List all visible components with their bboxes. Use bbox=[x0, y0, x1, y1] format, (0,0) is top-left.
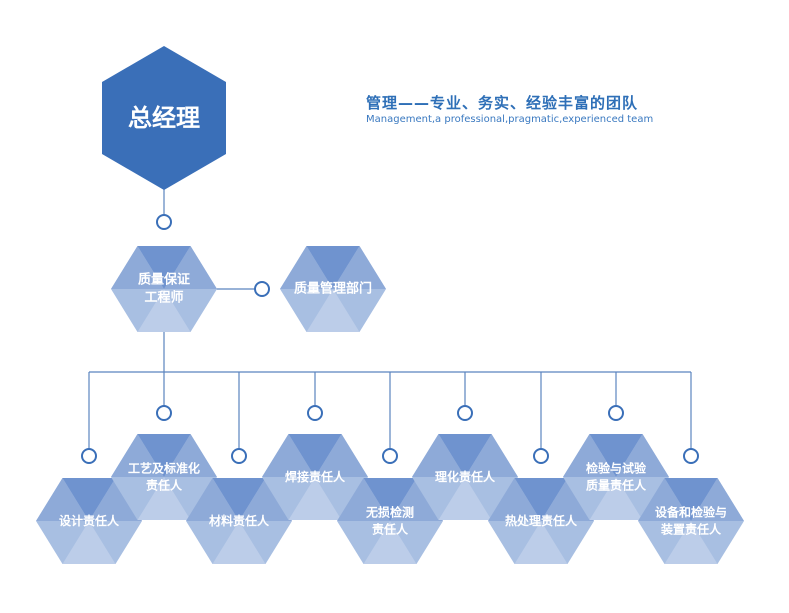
hex-facet-right bbox=[541, 478, 594, 521]
ndt-node-label: 无损检测 bbox=[365, 505, 414, 520]
equipment-node-label: 设备和检验与 bbox=[655, 505, 727, 520]
hex-facet-top bbox=[137, 246, 191, 289]
design-node-label: 设计责任人 bbox=[59, 513, 120, 528]
hex-facet-left bbox=[412, 434, 465, 477]
hex-facet-bottom bbox=[137, 289, 191, 332]
hex-facet-bottom bbox=[363, 521, 417, 564]
hex-facet-bottom bbox=[212, 521, 266, 564]
drop-welding-connector bbox=[307, 405, 323, 421]
inspection-node-label: 检验与试验 bbox=[586, 461, 647, 476]
gm-connector bbox=[156, 214, 172, 230]
hex-facet-right bbox=[164, 434, 217, 477]
hex-facet-bottom bbox=[306, 289, 360, 332]
hex-facet-left bbox=[262, 434, 315, 477]
hex-facet-bottom bbox=[589, 477, 643, 520]
hex-facet-bottom bbox=[137, 477, 191, 520]
qm-department-node: 质量管理部门 bbox=[280, 246, 386, 332]
equipment-node-label: 装置责任人 bbox=[660, 522, 722, 537]
hex-facet-top bbox=[589, 434, 643, 477]
hex-facet-top bbox=[306, 246, 360, 289]
hex-facet-right bbox=[89, 478, 142, 521]
hex-facet-top bbox=[514, 478, 568, 521]
qa-engineer-node-label: 工程师 bbox=[144, 290, 183, 306]
hex-facet-left bbox=[36, 478, 89, 521]
hex-base bbox=[102, 46, 226, 190]
general-manager-node: 总经理 bbox=[102, 46, 226, 190]
hex-facet-left bbox=[563, 434, 616, 477]
drop-inspection-connector bbox=[608, 405, 624, 421]
general-manager-label: 总经理 bbox=[128, 104, 200, 132]
hex-facet-top bbox=[664, 478, 718, 521]
hex-facet-left bbox=[111, 434, 164, 477]
hex-facet-top bbox=[62, 478, 116, 521]
hex-facet-bottom bbox=[514, 521, 568, 564]
heat-treatment-node: 热处理责任人 bbox=[488, 478, 594, 564]
hex-facet-top bbox=[212, 478, 266, 521]
drop-design-connector bbox=[81, 448, 97, 464]
heat-treatment-node-label: 热处理责任人 bbox=[505, 513, 578, 528]
hex-facet-top bbox=[288, 434, 342, 477]
hex-facet-left bbox=[337, 478, 390, 521]
hex-facet-top bbox=[137, 434, 191, 477]
header-subtitle: Management,a professional,pragmatic,expe… bbox=[366, 114, 654, 125]
inspection-node-label: 质量责任人 bbox=[586, 478, 647, 493]
drop-process-connector bbox=[156, 405, 172, 421]
qm-department-node-label: 质量管理部门 bbox=[294, 281, 372, 297]
physchem-node-label: 理化责任人 bbox=[435, 469, 496, 484]
hex-facet-bottom bbox=[438, 477, 492, 520]
hex-facet-bottom bbox=[62, 521, 116, 564]
hex-facet-left bbox=[488, 478, 541, 521]
hex-facet-right bbox=[315, 434, 368, 477]
welding-node-label: 焊接责任人 bbox=[285, 469, 346, 484]
qa-engineer-node-label: 质量保证 bbox=[138, 272, 190, 288]
design-node: 设计责任人 bbox=[36, 478, 142, 564]
hex-facet-top bbox=[363, 478, 417, 521]
material-node-label: 材料责任人 bbox=[208, 513, 270, 528]
drop-equipment-connector bbox=[683, 448, 699, 464]
drop-heat-connector bbox=[533, 448, 549, 464]
material-node: 材料责任人 bbox=[186, 478, 292, 564]
hex-facet-right bbox=[333, 246, 386, 289]
hex-facet-right bbox=[691, 478, 744, 521]
welding-node: 焊接责任人 bbox=[262, 434, 368, 520]
hex-facet-bottom bbox=[288, 477, 342, 520]
org-nodes: 总经理质量保证工程师质量管理部门设计责任人工艺及标准化责任人材料责任人焊接责任人… bbox=[36, 46, 744, 564]
hex-facet-right bbox=[164, 246, 217, 289]
physchem-node: 理化责任人 bbox=[412, 434, 518, 520]
header-title: 管理——专业、务实、经验丰富的团队 bbox=[366, 94, 639, 112]
hex-facet-left bbox=[638, 478, 691, 521]
hex-facet-left bbox=[111, 246, 164, 289]
qa-right-connector bbox=[254, 281, 270, 297]
hex-facet-right bbox=[616, 434, 669, 477]
process-node-label: 工艺及标准化 bbox=[128, 461, 200, 476]
hex-facet-right bbox=[390, 478, 443, 521]
process-node-label: 责任人 bbox=[146, 478, 183, 493]
hex-facet-left bbox=[280, 246, 333, 289]
hex-facet-right bbox=[465, 434, 518, 477]
hex-facet-left bbox=[186, 478, 239, 521]
hex-facet-top bbox=[438, 434, 492, 477]
drop-ndt-connector bbox=[382, 448, 398, 464]
drop-physchem-connector bbox=[457, 405, 473, 421]
ndt-node-label: 责任人 bbox=[372, 522, 409, 537]
drop-material-connector bbox=[231, 448, 247, 464]
hex-facet-right bbox=[239, 478, 292, 521]
connector-lines bbox=[81, 188, 699, 464]
hex-facet-bottom bbox=[664, 521, 718, 564]
